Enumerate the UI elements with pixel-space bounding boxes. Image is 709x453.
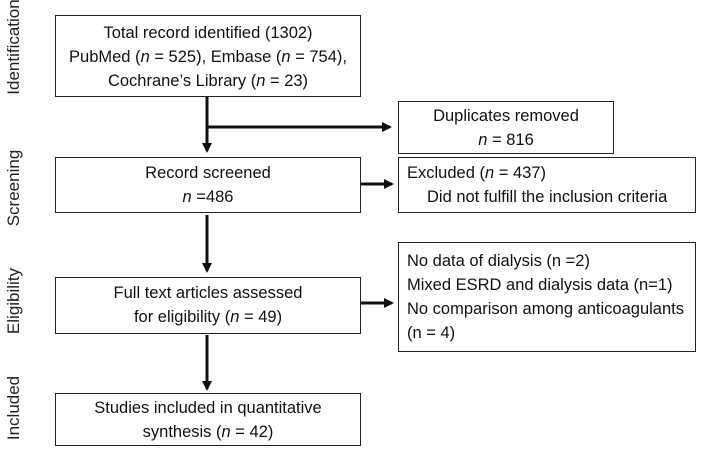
fulltext-count: for eligibility (n = 49) [133, 308, 283, 326]
identified-cochrane: Cochrane’s Library (n = 23) [107, 72, 309, 90]
box-fulltext-assessed: Full text articles assessed for eligibil… [55, 277, 361, 334]
included-label: Studies included in quantitative [94, 399, 322, 417]
duplicates-count: n = 816 [478, 131, 534, 149]
reason-no-comparison-count: (n = 4) [407, 324, 456, 342]
fulltext-label: Full text articles assessed [113, 284, 303, 302]
screened-label: Record screened [145, 164, 271, 182]
box-records-screened: Record screened n =486 [55, 157, 361, 213]
reason-no-dialysis-data: No data of dialysis (n =2) [407, 252, 590, 270]
box-duplicates-removed: Duplicates removed n = 816 [398, 101, 614, 154]
excluded-reason: Did not fulfill the inclusion criteria [427, 188, 668, 206]
included-count: synthesis (n = 42) [142, 423, 274, 441]
duplicates-label: Duplicates removed [433, 107, 579, 125]
reason-no-comparison: No comparison among anticoagulants [407, 300, 684, 318]
excluded-count: Excluded (n = 437) [407, 164, 546, 182]
screened-count: n =486 [182, 188, 234, 206]
box-excluded: Excluded (n = 437) Did not fulfill the i… [398, 157, 696, 213]
box-records-identified: Total record identified (1302) PubMed (n… [55, 15, 361, 97]
box-fulltext-exclusions: No data of dialysis (n =2) Mixed ESRD an… [398, 242, 696, 352]
reason-mixed-esrd: Mixed ESRD and dialysis data (n=1) [407, 276, 673, 294]
identified-pubmed-embase: PubMed (n = 525), Embase (n = 754), [69, 48, 347, 66]
identified-total: Total record identified (1302) [103, 24, 313, 42]
box-studies-included: Studies included in quantitative synthes… [55, 393, 361, 446]
